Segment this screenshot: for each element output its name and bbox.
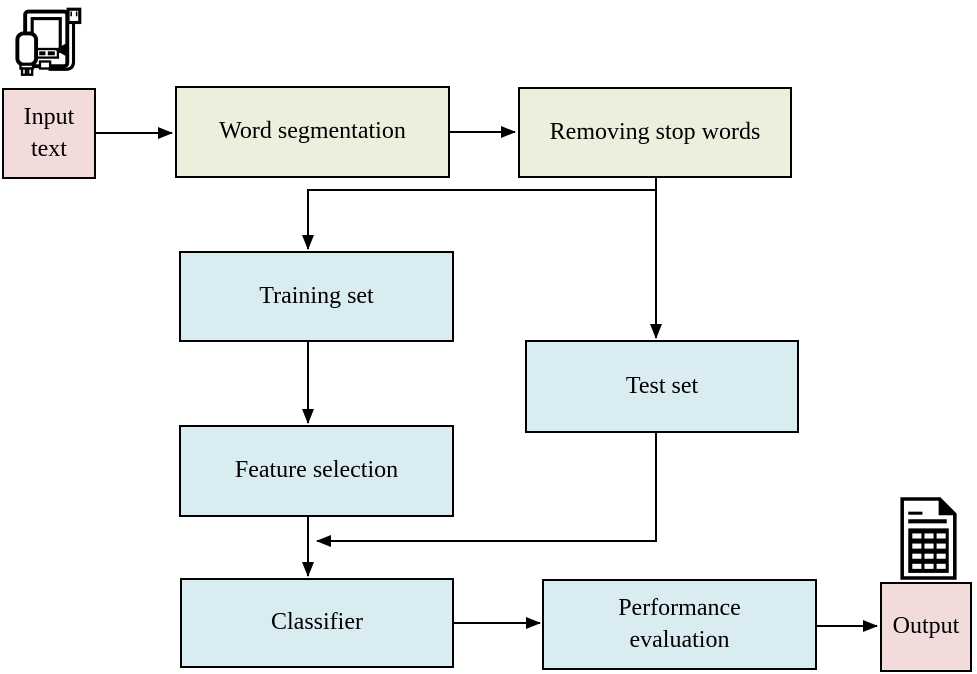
spreadsheet-document-icon [900,497,958,580]
node-performance-evaluation-label: Performance evaluation [618,594,741,653]
node-training-set: Training set [179,251,454,342]
node-word-segmentation: Word segmentation [175,86,450,178]
node-output-label: Output [892,613,960,640]
node-output: Output [880,582,972,672]
node-training-set-label: Training set [259,282,374,309]
node-removing-stop-words-label: Removing stop words [549,118,761,145]
node-feature-selection-label: Feature selection [234,457,399,484]
node-classifier-label: Classifier [271,609,363,636]
scanner-device-icon [15,7,82,76]
node-test-set: Test set [525,340,799,433]
node-input-text-label: Input text [23,103,75,162]
node-input-text: Input text [2,88,96,179]
node-feature-selection: Feature selection [179,425,454,517]
node-test-set-label: Test set [625,372,699,399]
node-removing-stop-words: Removing stop words [518,87,792,178]
node-classifier: Classifier [180,578,454,668]
node-performance-evaluation: Performance evaluation [542,579,817,670]
edge-removing-stop-words-to-training-set [302,189,656,250]
node-word-segmentation-label: Word segmentation [219,118,406,145]
